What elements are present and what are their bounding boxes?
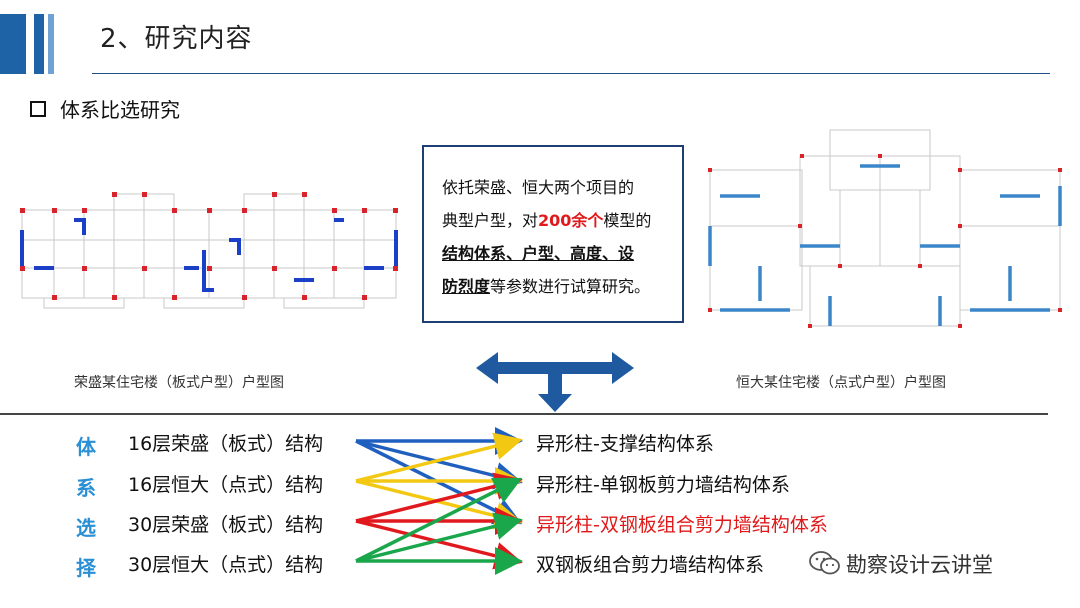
callout-highlight: 200余个 [538,211,604,230]
callout-line2a: 典型户型，对 [442,211,539,230]
caption-left: 荣盛某住宅楼（板式户型）户型图 [74,375,284,391]
header-bar [48,14,54,74]
bullet-square-icon [30,101,46,117]
t-arrow-icon [476,352,634,412]
callout-line1: 依托荣盛、恒大两个项目的 [442,178,635,197]
callout-line2c: 模型的 [603,211,652,230]
connector-green [355,512,523,563]
section-divider [0,413,1048,415]
source-label: 30层恒大（点式）结构 [128,554,324,576]
connector-yellow [355,432,523,483]
source-label: 30层荣盛（板式）结构 [128,514,324,536]
target-label-highlight: 异形柱-双钢板组合剪力墙结构体系 [536,514,828,536]
connector-red [355,472,523,523]
floor-plan-right [708,129,1062,328]
source-label: 16层恒大（点式）结构 [128,474,324,496]
floor-plan-left [20,192,398,309]
header-bar [34,14,44,74]
caption-right: 恒大某住宅楼（点式户型）户型图 [736,375,946,391]
callout-line4a: 防烈度 [442,277,491,296]
callout-line4b: 等参数进行试算研究。 [490,277,651,296]
watermark-text: 勘察设计云讲堂 [846,553,993,577]
target-label: 双钢板组合剪力墙结构体系 [536,554,765,576]
target-label: 异形柱-单钢板剪力墙结构体系 [536,474,790,496]
side-label-char: 择 [76,556,96,580]
header-bar [0,14,26,74]
target-label: 异形柱-支撑结构体系 [536,433,714,455]
wechat-icon [809,551,840,575]
source-label: 16层荣盛（板式）结构 [128,433,324,455]
connector-diagram [355,427,523,575]
side-label-char: 体 [76,435,96,459]
page-title: 2、研究内容 [100,24,253,54]
callout-box: 依托荣盛、恒大两个项目的 典型户型，对200余个模型的 结构体系、户型、高度、设… [422,145,684,323]
callout-line3: 结构体系、户型、高度、设 [442,244,635,263]
header-divider [92,73,1050,74]
side-label-char: 选 [76,516,96,540]
section-title: 体系比选研究 [60,98,180,122]
connector-green [355,477,523,563]
side-label-char: 系 [76,476,96,500]
